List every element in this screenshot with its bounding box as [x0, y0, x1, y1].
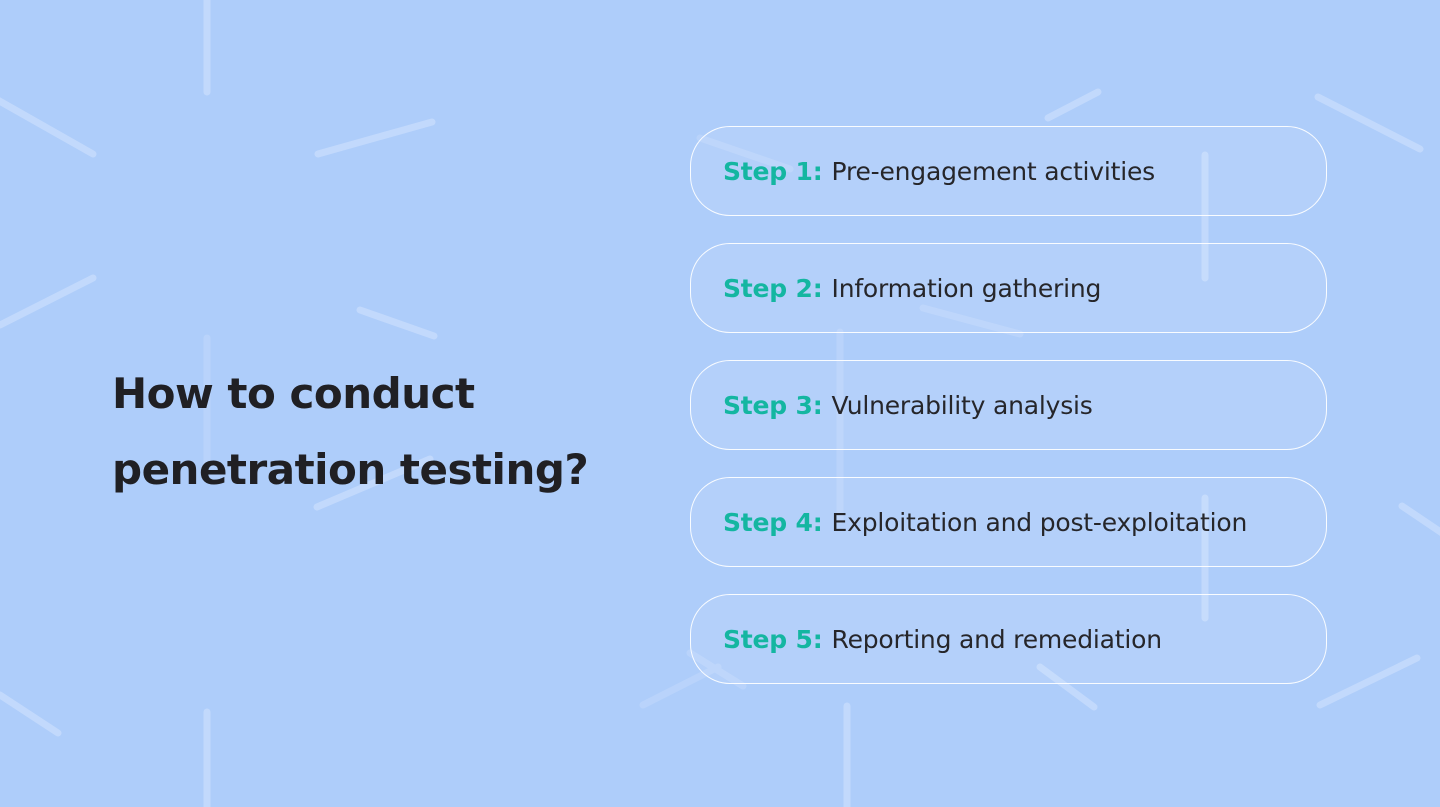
step-3-label: Step 3: [723, 390, 823, 420]
step-2-label: Step 2: [723, 273, 823, 303]
page-title-line1: How to conduct [112, 369, 475, 419]
page-title-line2: penetration testing? [112, 445, 589, 495]
page-title: How to conduct penetration testing? [112, 356, 692, 508]
step-5-text: Reporting and remediation [831, 624, 1163, 654]
step-card-4: Step 4: Exploitation and post-exploitati… [690, 477, 1327, 567]
step-2-text: Information gathering [831, 273, 1102, 303]
step-card-2: Step 2: Information gathering [690, 243, 1327, 333]
step-3-text: Vulnerability analysis [831, 390, 1093, 420]
step-card-5: Step 5: Reporting and remediation [690, 594, 1327, 684]
steps-list: Step 1: Pre-engagement activities Step 2… [690, 126, 1327, 684]
step-4-text: Exploitation and post-exploitation [831, 507, 1248, 537]
step-1-label: Step 1: [723, 156, 823, 186]
step-4-label: Step 4: [723, 507, 823, 537]
step-card-3: Step 3: Vulnerability analysis [690, 360, 1327, 450]
step-5-label: Step 5: [723, 624, 823, 654]
step-card-1: Step 1: Pre-engagement activities [690, 126, 1327, 216]
step-1-text: Pre-engagement activities [831, 156, 1156, 186]
